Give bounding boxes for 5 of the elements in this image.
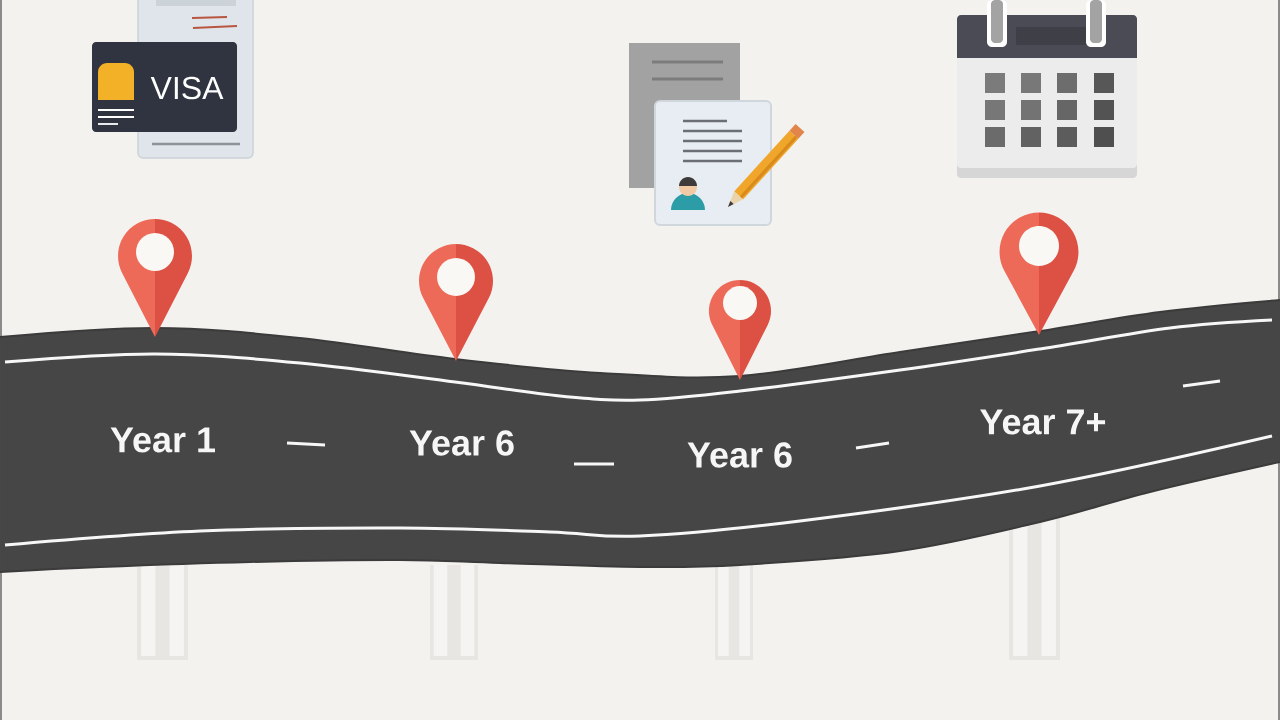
year-label: Year 6	[687, 442, 792, 468]
card-label: VISA	[150, 76, 224, 100]
year-label: Year 6	[409, 430, 514, 456]
year-label: Year 7+	[980, 409, 1106, 435]
year-label: Year 1	[110, 427, 215, 453]
